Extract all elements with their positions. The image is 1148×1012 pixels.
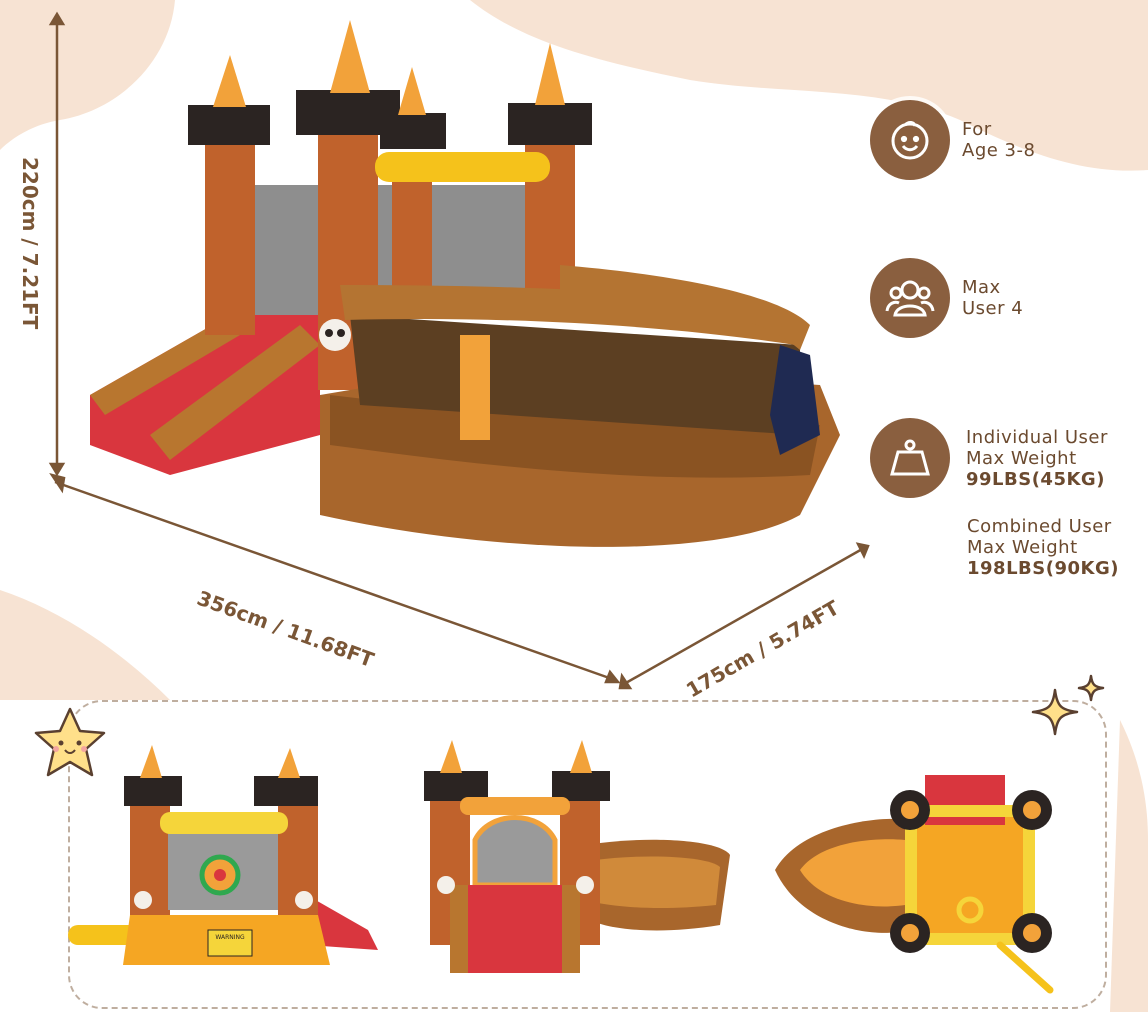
top-view-thumbnail (775, 775, 1054, 994)
combined-weight-value: 198LBS(90KG) (967, 558, 1119, 579)
bounce-house-main-image (90, 20, 840, 547)
individual-weight-value: 99LBS(45KG) (966, 468, 1105, 490)
feature-users: Max User 4 (870, 258, 1023, 338)
slide-view-thumbnail (424, 740, 730, 973)
feature-age: For Age 3-8 (870, 100, 1035, 180)
feature-individual-weight: Individual User Max Weight 99LBS(45KG) (870, 418, 1108, 498)
star-mascot-icon (34, 707, 106, 777)
combined-weight-text: Combined User Max Weight 198LBS(90KG) (967, 516, 1119, 579)
individual-weight-line-2: Max Weight (966, 447, 1077, 469)
feature-age-text: For Age 3-8 (962, 119, 1035, 161)
users-line-1: Max (962, 277, 1001, 298)
sparkle-icon (1031, 674, 1105, 736)
individual-weight-line-1: Individual User (966, 426, 1108, 448)
users-line-2: User 4 (962, 298, 1024, 319)
age-line-1: For (962, 119, 992, 140)
height-dimension-label: 220cm / 7.21FT (18, 157, 42, 330)
combined-weight-line-2: Max Weight (967, 537, 1078, 558)
front-view-thumbnail: WARNING (68, 745, 378, 965)
combined-weight-line-1: Combined User (967, 516, 1112, 537)
age-line-2: Age 3-8 (962, 140, 1036, 161)
users-icon (870, 258, 950, 338)
warning-sign-text: WARNING (215, 934, 245, 941)
feature-users-text: Max User 4 (962, 277, 1023, 319)
baby-face-icon (870, 100, 950, 180)
dimension-arrows (48, 11, 870, 690)
weight-icon (870, 418, 950, 498)
individual-weight-text: Individual User Max Weight 99LBS(45KG) (966, 427, 1108, 490)
